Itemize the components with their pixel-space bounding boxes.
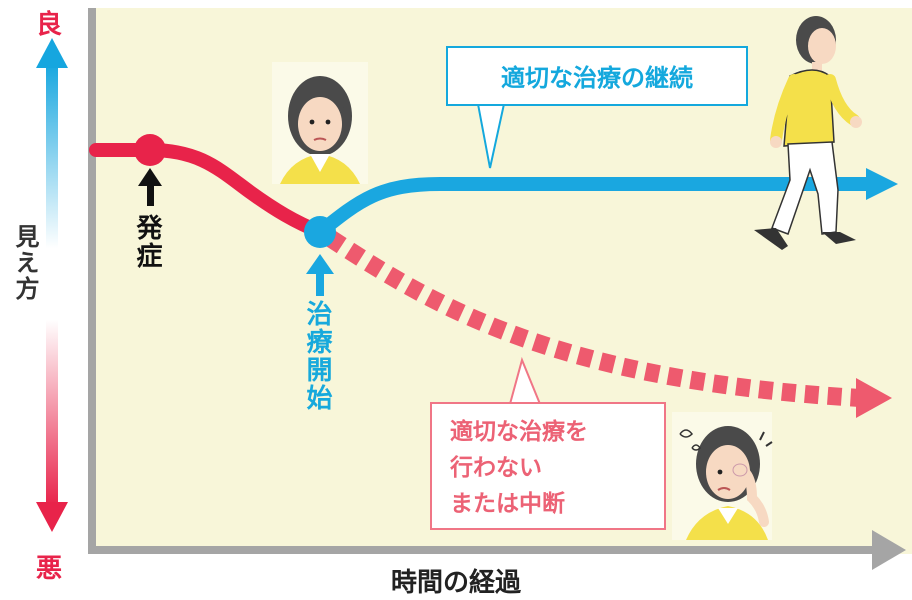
no-treatment-line-3: または中断 — [450, 491, 565, 517]
untreated-line — [325, 230, 861, 407]
no-treatment-line-1: 適切な治療を — [450, 419, 588, 445]
onset-label: 発症 — [132, 214, 162, 270]
woman-face-neutral-icon — [272, 62, 368, 184]
treatment-start-point — [304, 216, 336, 248]
woman-crying-icon — [672, 412, 773, 540]
decline-line — [89, 143, 327, 239]
axes — [88, 8, 906, 570]
no-treatment-line-2: 行わない — [450, 455, 542, 481]
pink-callout-tail — [508, 356, 542, 405]
woman-walking-icon — [754, 16, 862, 250]
blue-callout-tail — [476, 100, 506, 169]
x-axis-label: 時間の経過 — [390, 568, 521, 598]
treatment-start-arrow — [306, 254, 334, 296]
vertical-scale-arrow — [36, 38, 68, 532]
continued-treatment-arrowhead — [866, 168, 898, 200]
continued-treatment-callout: 適切な治療の継続 — [446, 46, 748, 106]
treatment-start-label: 治療開始 — [302, 300, 332, 412]
bad-label: 悪 — [36, 554, 63, 584]
no-treatment-callout: 適切な治療を 行わない または中断 — [430, 402, 666, 530]
good-label: 良 — [36, 10, 63, 40]
onset-point — [134, 134, 166, 166]
untreated-arrowhead — [856, 378, 892, 418]
continued-treatment-line — [315, 177, 872, 238]
onset-arrow — [138, 168, 162, 206]
y-axis-label: 見え方 — [11, 224, 39, 302]
